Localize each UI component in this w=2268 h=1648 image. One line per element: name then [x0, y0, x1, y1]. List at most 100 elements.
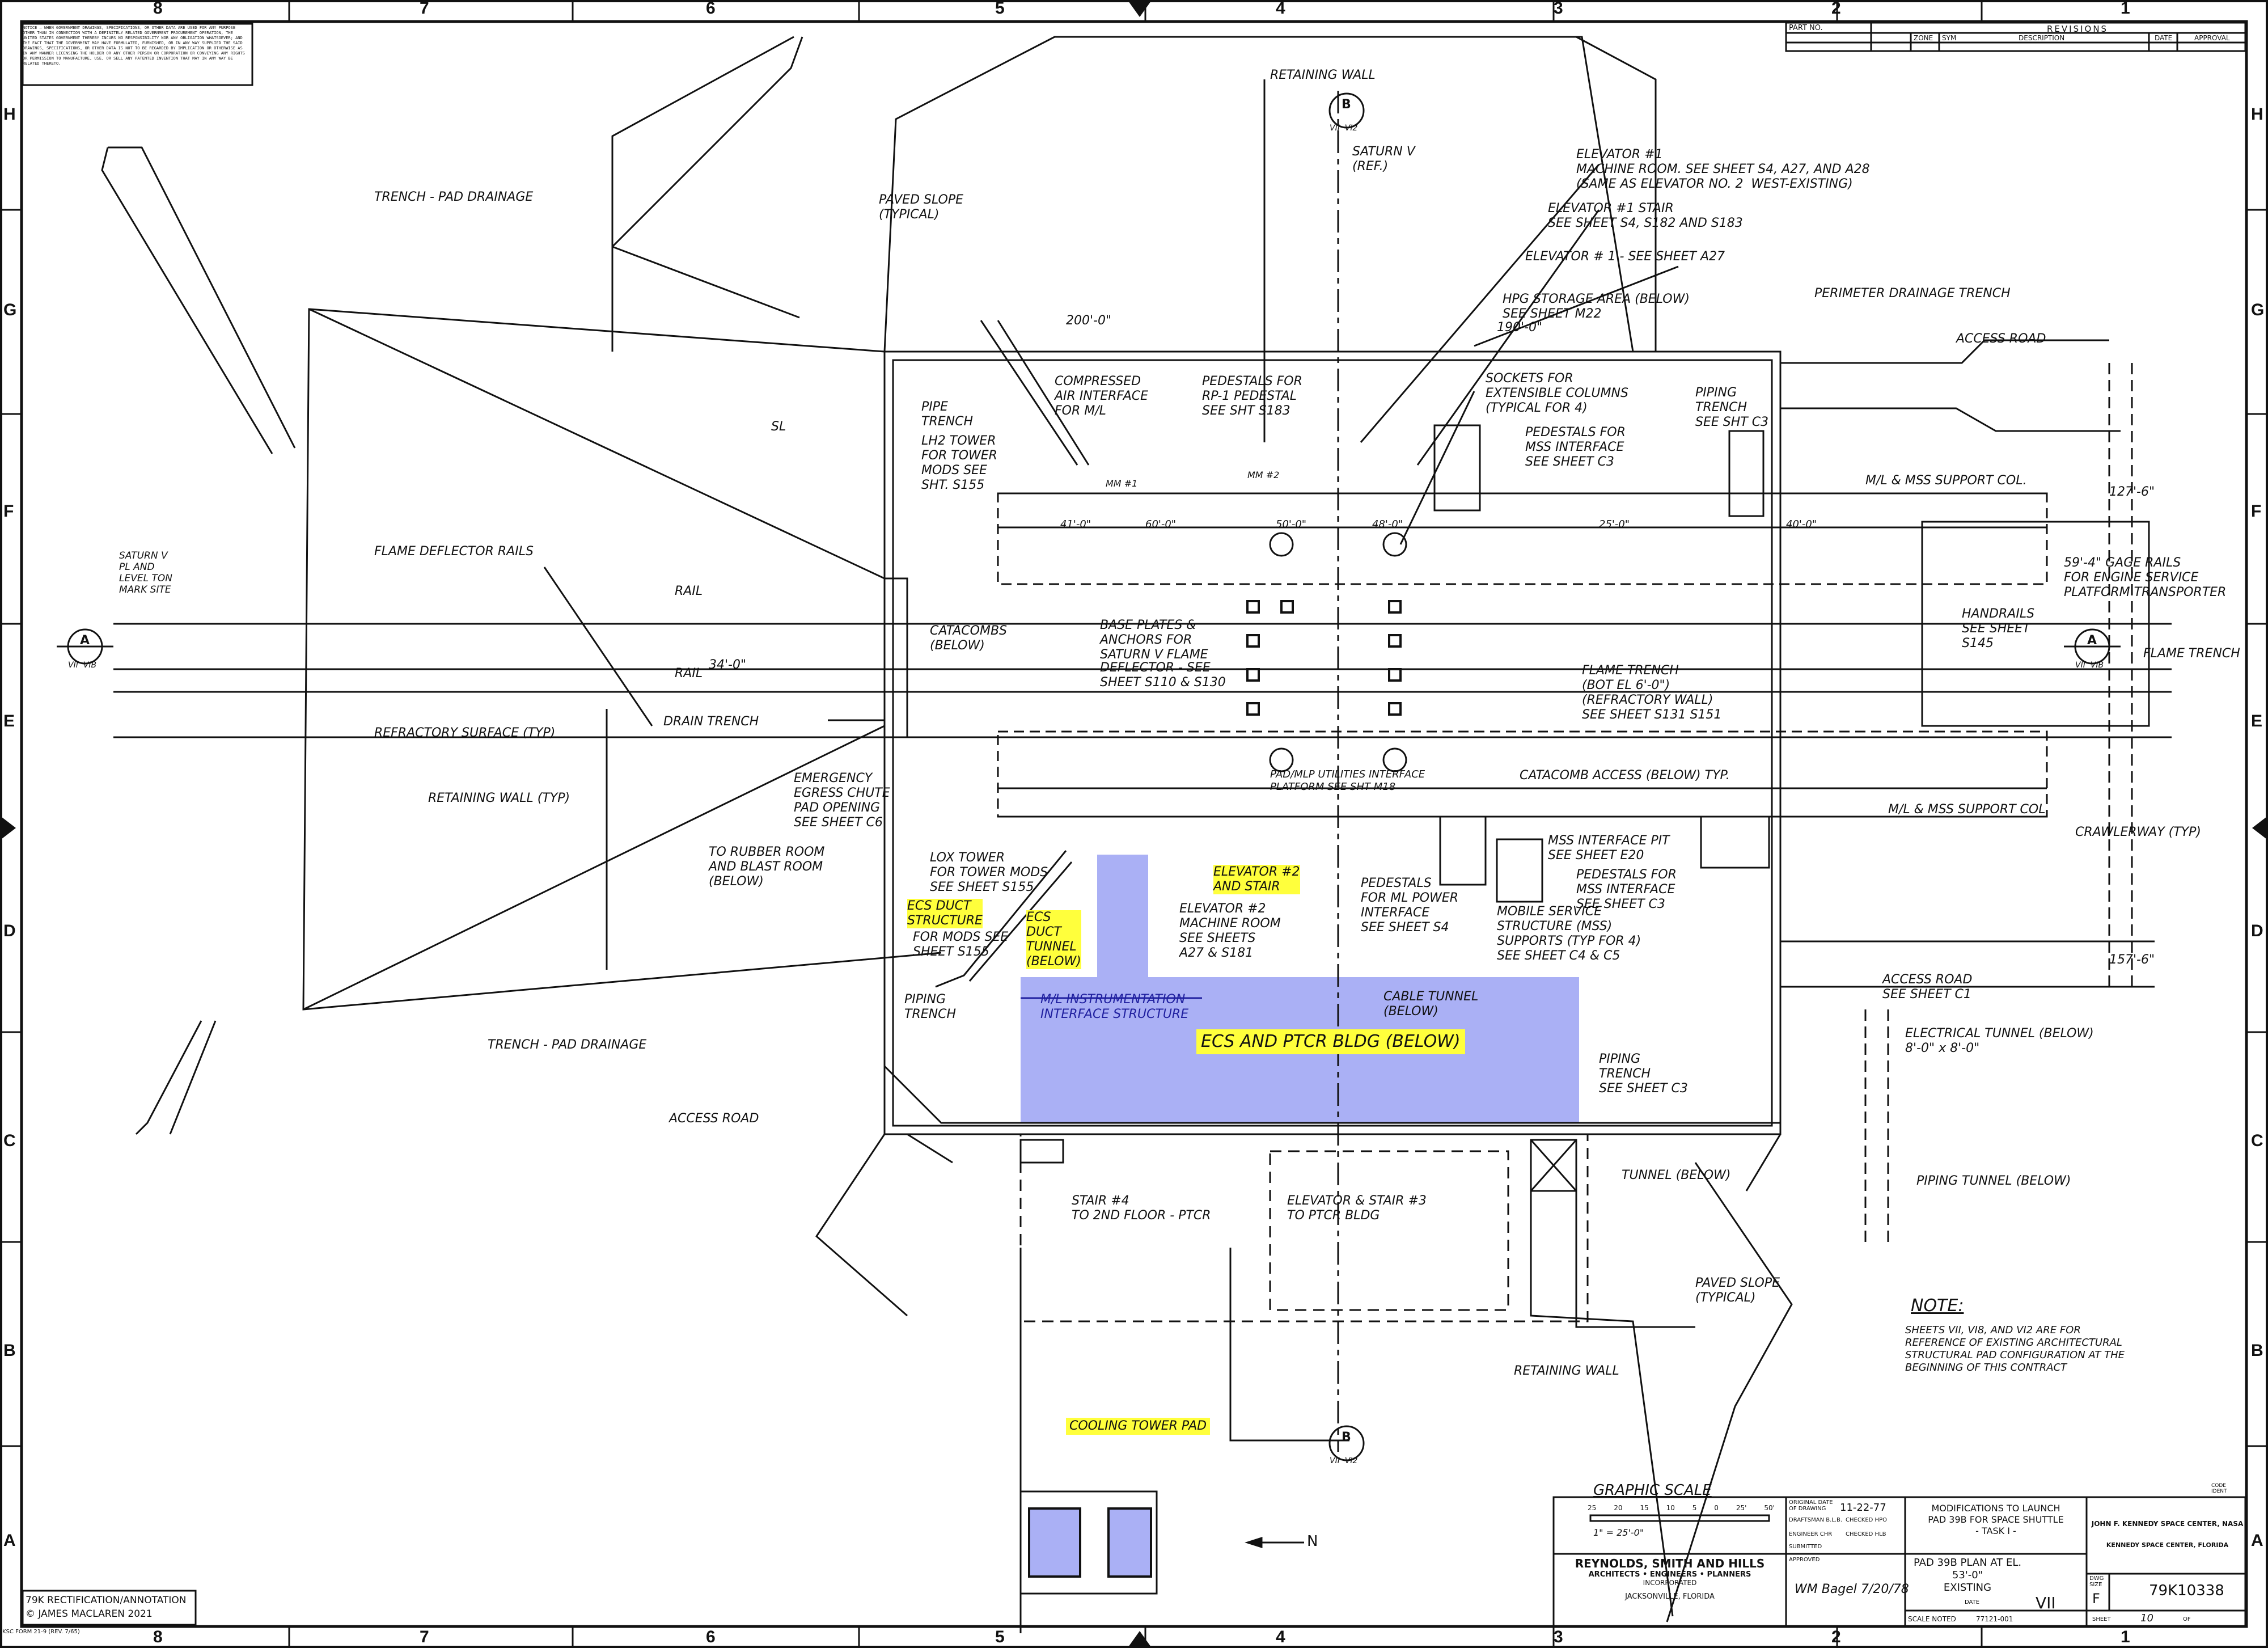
scale-tick: 15 — [1640, 1504, 1649, 1512]
subtitle-line-2: EXISTING — [1943, 1582, 1992, 1594]
revisions-part-no: PART NO. — [1789, 24, 1823, 32]
label-catacombs: CATACOMBS (BELOW) — [930, 624, 1007, 653]
zone-left-g: G — [3, 301, 17, 319]
label-retaining-wall-bottom: RETAINING WALL — [1514, 1364, 1619, 1378]
label-ecs-duct-structure: ECS DUCT STRUCTURE — [907, 899, 983, 928]
engineer: ENGINEER CHR — [1789, 1531, 1833, 1537]
revisions-col-sym: SYM — [1942, 34, 1957, 42]
zone-right-f: F — [2251, 502, 2262, 521]
label-mm2: MM #2 — [1247, 470, 1280, 480]
firm-city: JACKSONVILLE, FLORIDA — [1625, 1592, 1715, 1601]
firm-inc: INCORPORATED — [1643, 1579, 1697, 1587]
label-crawlerway: CRAWLERWAY (TYP) — [2075, 825, 2201, 839]
label-gage-rails: 59'-4" GAGE RAILS FOR ENGINE SERVICE PLA… — [2064, 556, 2227, 599]
zone-right-g: G — [2251, 301, 2265, 319]
title-line-2: PAD 39B FOR SPACE SHUTTLE — [1928, 1514, 2064, 1525]
label-mss-support-top: M/L & MSS SUPPORT COL. — [1865, 474, 2027, 488]
section-ref-left: VII VIB — [68, 661, 97, 670]
scale-tick: 20 — [1614, 1504, 1623, 1512]
annotation-line-1: 79K RECTIFICATION/ANNOTATION — [26, 1595, 187, 1606]
label-piping-trench-c3: PIPING TRENCH SEE SHT C3 — [1695, 386, 1769, 429]
label-drain-trench: DRAIN TRENCH — [663, 715, 759, 729]
label-rail-2: RAIL — [675, 666, 703, 681]
section-marker-a-right: A — [2087, 633, 2097, 648]
label-dim-34: 34'-0" — [709, 658, 747, 672]
label-lh2-tower: LH2 TOWER FOR TOWER MODS SEE SHT. S155 — [921, 434, 997, 492]
label-dim-40: 40'-0" — [1786, 518, 1817, 530]
zone-bottom-4: 4 — [1276, 1628, 1285, 1646]
label-retaining-wall-typ: RETAINING WALL (TYP) — [428, 791, 570, 805]
graphic-scale-title: GRAPHIC SCALE — [1593, 1482, 1712, 1499]
government-notice: NOTICE — WHEN GOVERNMENT DRAWINGS, SPECI… — [23, 26, 245, 66]
label-sl: SL — [771, 420, 786, 434]
title-line-1: MODIFICATIONS TO LAUNCH — [1931, 1503, 2060, 1514]
firm-name: REYNOLDS, SMITH AND HILLS — [1575, 1557, 1765, 1570]
label-cable-tunnel: CABLE TUNNEL (BELOW) — [1383, 990, 1479, 1019]
scale-tick: 5 — [1692, 1504, 1697, 1512]
label-dim-48: 48'-0" — [1372, 518, 1403, 530]
label-elevator1-stair: ELEVATOR #1 STAIR SEE SHEET S4, S182 AND… — [1548, 201, 1743, 230]
label-sockets: SOCKETS FOR EXTENSIBLE COLUMNS (TYPICAL … — [1486, 371, 1628, 415]
label-elevator1: ELEVATOR #1 MACHINE ROOM. SEE SHEET S4, … — [1576, 147, 1870, 191]
label-elevator2-machine: ELEVATOR #2 MACHINE ROOM SEE SHEETS A27 … — [1179, 902, 1281, 960]
revisions-title: REVISIONS — [2047, 24, 2109, 34]
zone-top-8: 8 — [153, 0, 163, 18]
label-pedestals-rp1: PEDESTALS FOR RP-1 PEDESTAL SEE SHT S183 — [1202, 374, 1302, 418]
zone-top-3: 3 — [1554, 0, 1563, 18]
drafted-by: DRAFTSMAN B.L.B. — [1789, 1517, 1843, 1523]
label-handrails: HANDRAILS SEE SHEET S145 — [1962, 607, 2035, 650]
label-piping-trench-c3b: PIPING TRENCH SEE SHEET C3 — [1599, 1052, 1688, 1096]
label-pedestals-ml-power: PEDESTALS FOR ML POWER INTERFACE SEE SHE… — [1361, 876, 1459, 935]
label-paved-slope-bottom: PAVED SLOPE (TYPICAL) — [1695, 1276, 1780, 1305]
agency-location: KENNEDY SPACE CENTER, FLORIDA — [2106, 1541, 2229, 1549]
label-flame-trench-right: FLAME TRENCH — [2143, 646, 2240, 661]
section-marker-b-top: B — [1342, 98, 1351, 112]
approval-signature: WM Bagel 7/20/78 — [1795, 1582, 1909, 1596]
label-north: N — [1307, 1533, 1318, 1550]
label-deflector: DEFLECTOR - SEE SHEET S110 & S130 — [1100, 661, 1226, 690]
graphic-scale-ratio: 1" = 25'-0" — [1593, 1527, 1644, 1538]
zone-right-h: H — [2251, 105, 2263, 124]
scale-label: SCALE NOTED — [1908, 1615, 1956, 1623]
zone-left-c: C — [3, 1131, 16, 1150]
label-access-road-bottom: ACCESS ROAD — [669, 1112, 759, 1126]
scale-tick: 25 — [1588, 1504, 1597, 1512]
scale-tick: 10 — [1666, 1504, 1675, 1512]
label-saturn-v-ref: SATURN V (REF.) — [1352, 145, 1415, 174]
label-to-rubber-room: TO RUBBER ROOM AND BLAST ROOM (BELOW) — [709, 845, 825, 889]
zone-right-a: A — [2251, 1531, 2263, 1550]
firm-line: ARCHITECTS • ENGINEERS • PLANNERS — [1588, 1570, 1751, 1579]
section-ref-right: VII VIB — [2075, 661, 2104, 670]
label-catacomb-access: CATACOMB ACCESS (BELOW) TYP. — [1520, 768, 1730, 783]
revisions-col-zone: ZONE — [1914, 34, 1933, 42]
checked2: CHECKED HLB — [1846, 1531, 1886, 1537]
label-mss-support-bottom: M/L & MSS SUPPORT COL. — [1888, 802, 2050, 817]
label-access-road-top: ACCESS ROAD — [1956, 332, 2046, 346]
zone-left-a: A — [3, 1531, 16, 1550]
label-paved-slope-top: PAVED SLOPE (TYPICAL) — [879, 193, 964, 222]
scale-tick: 50' — [1764, 1504, 1775, 1512]
label-dim-157: 157'-6" — [2109, 953, 2155, 967]
label-mm1: MM #1 — [1106, 478, 1138, 489]
zone-top-2: 2 — [1831, 0, 1841, 18]
label-stair4: STAIR #4 TO 2ND FLOOR - PTCR — [1072, 1194, 1211, 1223]
label-refractory-surface: REFRACTORY SURFACE (TYP) — [374, 726, 556, 740]
sheet-label: SHEET — [2092, 1616, 2111, 1622]
label-elevator2-stair: ELEVATOR #2 AND STAIR — [1213, 865, 1300, 894]
label-pad-mlp: PAD/MLP UTILITIES INTERFACE PLATFORM SEE… — [1270, 768, 1425, 793]
label-mss-interface-pit: MSS INTERFACE PIT SEE SHEET E20 — [1548, 834, 1670, 863]
approved: APPROVED — [1789, 1557, 1820, 1563]
form-number: KSC FORM 21-9 (REV. 7/65) — [2, 1629, 80, 1635]
scale-tick: 0 — [1714, 1504, 1719, 1512]
label-electrical-tunnel: ELECTRICAL TUNNEL (BELOW) 8'-0" x 8'-0" — [1905, 1026, 2094, 1055]
revisions-col-date: DATE — [2155, 34, 2173, 42]
zone-bottom-6: 6 — [706, 1628, 716, 1646]
label-for-mods: FOR MODS SEE SHEET S155 — [913, 930, 1009, 959]
zone-right-c: C — [2251, 1131, 2263, 1150]
dwg-size: F — [2092, 1591, 2100, 1607]
date-label: DATE — [1965, 1599, 1980, 1605]
section-ref-top: VII VI2 — [1330, 124, 1358, 133]
label-cooling-tower: COOLING TOWER PAD — [1066, 1418, 1211, 1435]
label-ecs-ptcr: ECS AND PTCR BLDG (BELOW) — [1196, 1029, 1465, 1054]
